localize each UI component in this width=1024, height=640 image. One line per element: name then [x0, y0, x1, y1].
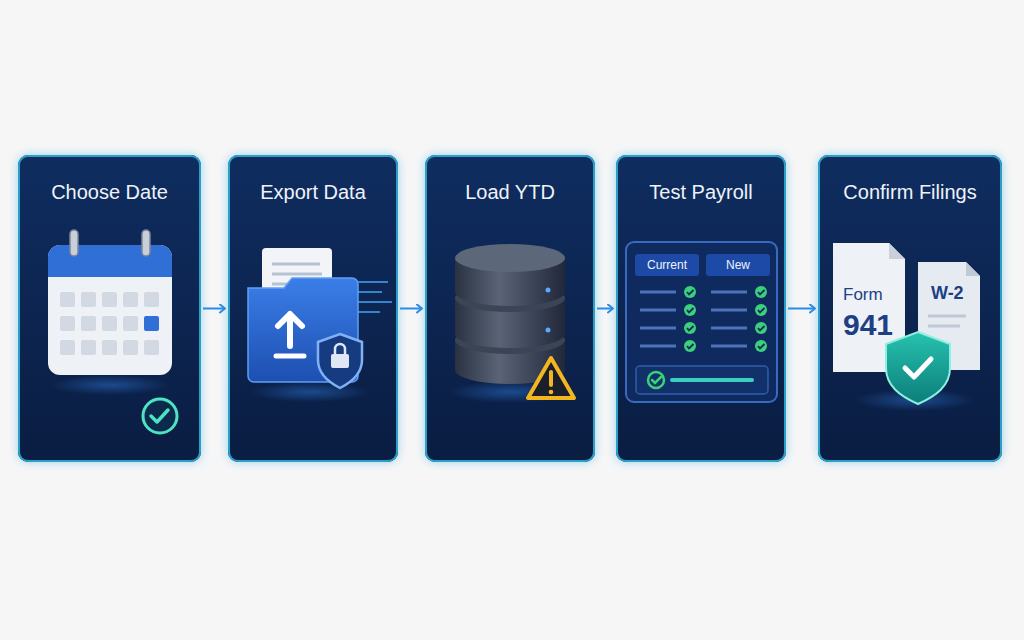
step-card: Load YTD	[425, 155, 595, 462]
step-card: Choose Date	[18, 155, 201, 462]
step-title: Confirm Filings	[820, 181, 1000, 204]
export-folder-icon	[248, 248, 392, 402]
icon-label: W-2	[931, 284, 964, 302]
flow-arrow	[597, 308, 613, 310]
step-title: Export Data	[230, 181, 396, 204]
flow-arrow	[400, 308, 422, 310]
icon-label: Form	[843, 286, 883, 303]
icon-label: Current	[647, 259, 687, 271]
filing-forms-icon	[833, 243, 980, 411]
flow-arrow	[788, 308, 815, 310]
icon-label: 941	[843, 310, 893, 340]
database-icon	[448, 244, 574, 403]
step-title: Choose Date	[20, 181, 199, 204]
icon-label: New	[726, 259, 750, 271]
step-card: Test Payroll	[616, 155, 786, 462]
step-card: Export Data	[228, 155, 398, 462]
comparison-panel-icon	[626, 242, 777, 402]
step-card: Confirm Filings	[818, 155, 1002, 462]
step-title: Load YTD	[427, 181, 593, 204]
calendar-icon	[48, 230, 177, 433]
flow-arrow	[203, 308, 225, 310]
card-backgrounds	[18, 155, 1002, 462]
step-title: Test Payroll	[618, 181, 784, 204]
